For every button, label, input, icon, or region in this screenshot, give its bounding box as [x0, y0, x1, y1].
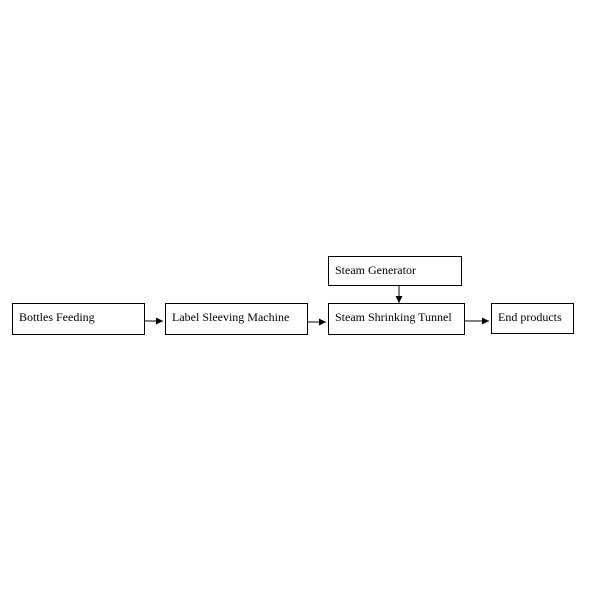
- node-label-sleeving-machine-label: Label Sleeving Machine: [172, 310, 290, 324]
- node-steam-shrinking-tunnel-label: Steam Shrinking Tunnel: [335, 310, 452, 324]
- node-steam-shrinking-tunnel: Steam Shrinking Tunnel: [328, 303, 465, 335]
- node-steam-generator-label: Steam Generator: [335, 263, 416, 277]
- node-bottles-feeding: Bottles Feeding: [12, 303, 145, 335]
- node-end-products-label: End products: [498, 310, 562, 324]
- node-steam-generator: Steam Generator: [328, 256, 462, 286]
- node-end-products: End products: [491, 303, 574, 334]
- node-label-sleeving-machine: Label Sleeving Machine: [165, 303, 308, 335]
- node-bottles-feeding-label: Bottles Feeding: [19, 310, 95, 324]
